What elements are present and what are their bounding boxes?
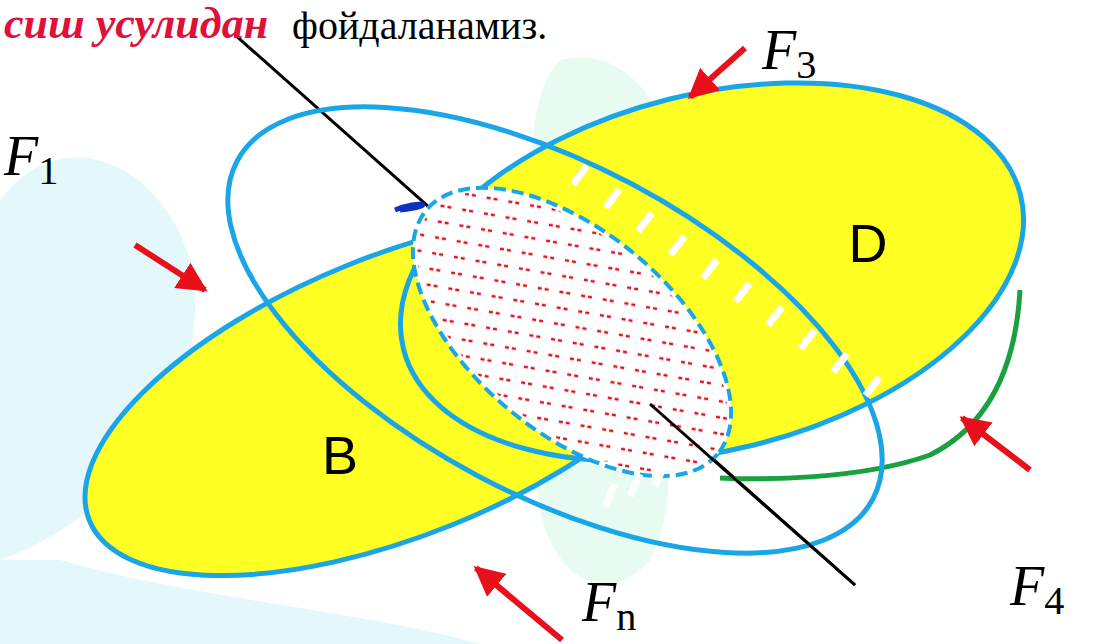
- cut-hatch: [655, 464, 665, 486]
- cut-hatch: [898, 401, 912, 419]
- cut-hatch: [630, 474, 640, 496]
- cut-hatch: [605, 484, 615, 506]
- cut-hatch: [573, 166, 587, 184]
- cut-hatch: [833, 354, 847, 372]
- heading-text: сиш усулидан: [4, 2, 268, 46]
- body-part: D: [843, 212, 894, 274]
- cut-hatch: [606, 190, 620, 208]
- cut-hatch: [703, 260, 717, 278]
- force-label: F4: [1010, 558, 1064, 621]
- part-letter: B: [322, 428, 358, 482]
- force-label: F1: [4, 128, 58, 191]
- cut-hatch: [671, 237, 685, 255]
- cut-hatch: [801, 331, 815, 349]
- body-part: B: [316, 424, 364, 486]
- force-label: F3: [762, 22, 816, 85]
- heading-text: фойдаланамиз.: [292, 6, 547, 46]
- cut-hatch: [347, 229, 354, 251]
- cut-hatch: [318, 241, 325, 263]
- part-letter: D: [849, 216, 888, 270]
- cut-hatch: [736, 284, 750, 302]
- cut-hatch: [262, 264, 269, 286]
- cut-hatch: [290, 252, 297, 274]
- cut-hatch: [638, 213, 652, 231]
- force-label: Fn: [582, 574, 636, 637]
- cut-hatch: [768, 307, 782, 325]
- cut-hatch: [866, 378, 880, 396]
